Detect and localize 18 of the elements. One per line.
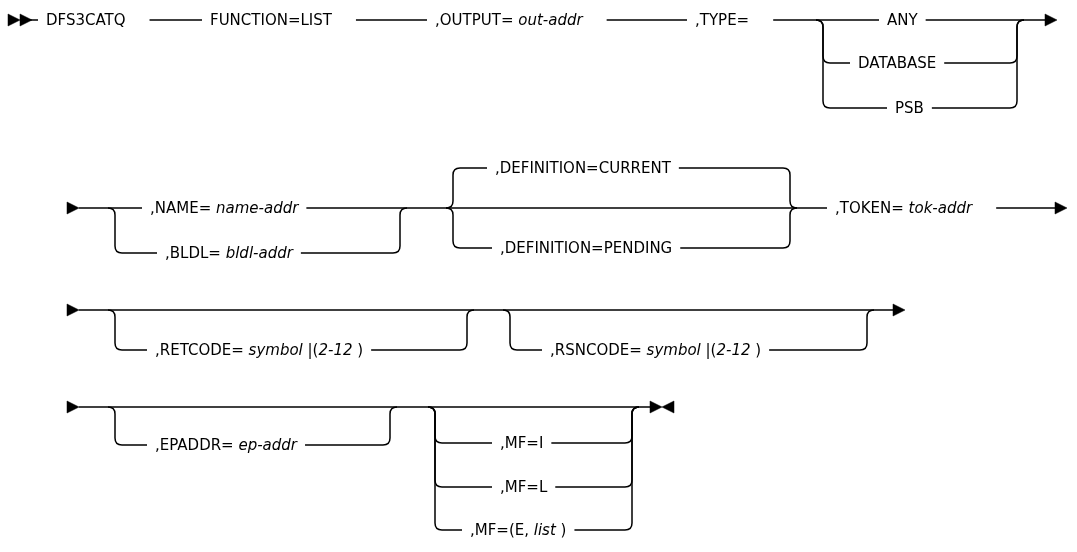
syntax-keyword: FUNCTION=LIST xyxy=(210,10,332,30)
syntax-keyword: ,MF=I xyxy=(500,433,544,453)
syntax-keyword: ,DEFINITION=CURRENT xyxy=(495,158,671,178)
syntax-keyword: DATABASE xyxy=(858,53,937,73)
macro-name: DFS3CATQ xyxy=(46,10,126,30)
syntax-keyword: ,EPADDR= ep-addr xyxy=(155,435,298,455)
syntax-keyword: ANY xyxy=(887,10,918,30)
syntax-keyword: ,RETCODE= symbol |(2-12 ) xyxy=(155,340,364,360)
syntax-keyword: ,RSNCODE= symbol |(2-12 ) xyxy=(550,340,762,360)
syntax-keyword: ,MF=L xyxy=(500,477,548,497)
syntax-keyword: ,TOKEN= tok-addr xyxy=(835,198,973,218)
syntax-keyword: ,TYPE= xyxy=(695,10,750,30)
syntax-keyword: ,NAME= name-addr xyxy=(150,198,299,218)
syntax-keyword: ,OUTPUT= out-addr xyxy=(435,10,583,30)
syntax-keyword: PSB xyxy=(895,98,924,118)
syntax-keyword: ,BLDL= bldl-addr xyxy=(165,243,293,263)
syntax-keyword: ,DEFINITION=PENDING xyxy=(500,238,673,258)
syntax-keyword: ,MF=(E, list ) xyxy=(470,520,567,540)
